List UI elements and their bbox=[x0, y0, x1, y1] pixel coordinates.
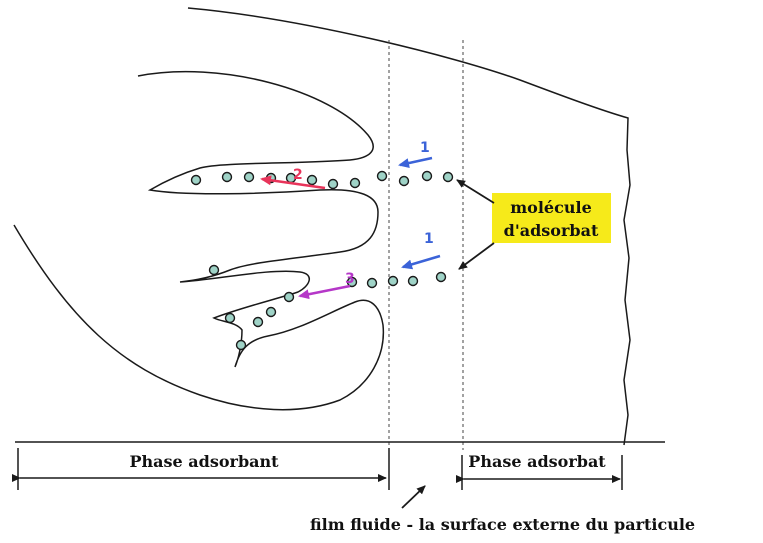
adsorbate-molecule bbox=[223, 173, 232, 182]
step2-label: 2 bbox=[293, 167, 303, 183]
adsorbate-molecule bbox=[368, 279, 377, 288]
adsorbate-molecule bbox=[254, 318, 263, 327]
pointer-arrow-lower bbox=[459, 243, 494, 269]
adsorbate-molecule bbox=[444, 173, 453, 182]
phase-adsorbat-label: Phase adsorbat bbox=[468, 452, 606, 471]
adsorbate-molecule bbox=[192, 176, 201, 185]
film-fluide-label: film fluide - la surface externe du part… bbox=[310, 515, 695, 534]
adsorbate-molecule bbox=[389, 277, 398, 286]
upper-pore-wall bbox=[14, 72, 383, 410]
adsorbate-molecule bbox=[351, 179, 360, 188]
adsorbate-molecule bbox=[437, 273, 446, 282]
step1-lower-arrow bbox=[403, 256, 440, 267]
phase-adsorbant-label: Phase adsorbant bbox=[129, 452, 279, 471]
step3-label: 3 bbox=[345, 271, 355, 287]
adsorbate-molecule bbox=[308, 176, 317, 185]
molecule-label-line2: d'adsorbat bbox=[504, 221, 599, 240]
step1-upper-arrow bbox=[400, 158, 432, 165]
step1-lower-label: 1 bbox=[424, 231, 434, 247]
adsorbate-molecule bbox=[267, 308, 276, 317]
adsorbate-molecule bbox=[237, 341, 246, 350]
step1-upper-label: 1 bbox=[420, 140, 430, 156]
adsorbate-molecule bbox=[378, 172, 387, 181]
molecule-label-line1: molécule bbox=[510, 198, 592, 217]
adsorbate-molecule bbox=[210, 266, 219, 275]
adsorbate-molecule bbox=[409, 277, 418, 286]
adsorbate-molecule bbox=[423, 172, 432, 181]
adsorbate-molecule bbox=[285, 293, 294, 302]
adsorbate-molecule bbox=[226, 314, 235, 323]
adsorbate-molecule bbox=[245, 173, 254, 182]
molecule-row-upper bbox=[192, 172, 453, 189]
adsorbate-molecule bbox=[400, 177, 409, 186]
step3-arrow bbox=[300, 286, 350, 296]
film-fluide-pointer bbox=[402, 486, 425, 508]
adsorbate-molecule bbox=[329, 180, 338, 189]
